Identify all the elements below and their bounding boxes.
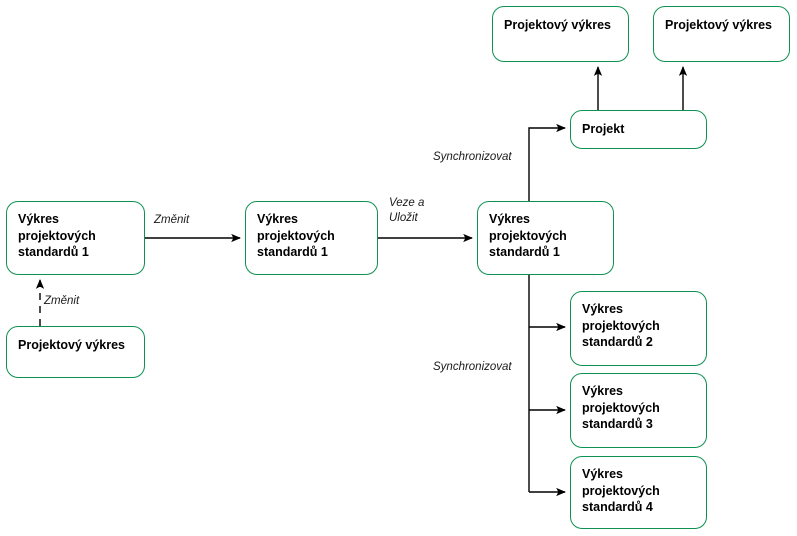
node-top-right-drawing[interactable]: Projektový výkres (653, 6, 790, 62)
edge-label-zmenit-horizontal: Změnit (154, 214, 190, 226)
edge-label-synchronizovat-bottom: Synchronizovat (433, 361, 512, 373)
node-standard-2[interactable]: Výkres projektových standardů 2 (570, 291, 707, 366)
node-source-drawing[interactable]: Projektový výkres (6, 326, 145, 378)
edge-label-veze-a-ulozit: Veze a Uložit (389, 197, 425, 224)
node-standard-4[interactable]: Výkres projektových standardů 4 (570, 456, 707, 529)
node-standard-3[interactable]: Výkres projektových standardů 3 (570, 373, 707, 448)
edge-right-to-project (528, 123, 566, 201)
edge-label-synchronizovat-top: Synchronizovat (433, 151, 512, 163)
node-standard-1-left[interactable]: Výkres projektových standardů 1 (6, 201, 145, 275)
node-top-left-drawing[interactable]: Projektový výkres (492, 6, 629, 62)
edge-label-zmenit-vertical: Změnit (44, 295, 80, 307)
node-standard-1-middle[interactable]: Výkres projektových standardů 1 (245, 201, 378, 275)
node-project[interactable]: Projekt (570, 110, 707, 149)
node-standard-1-right[interactable]: Výkres projektových standardů 1 (477, 201, 614, 275)
